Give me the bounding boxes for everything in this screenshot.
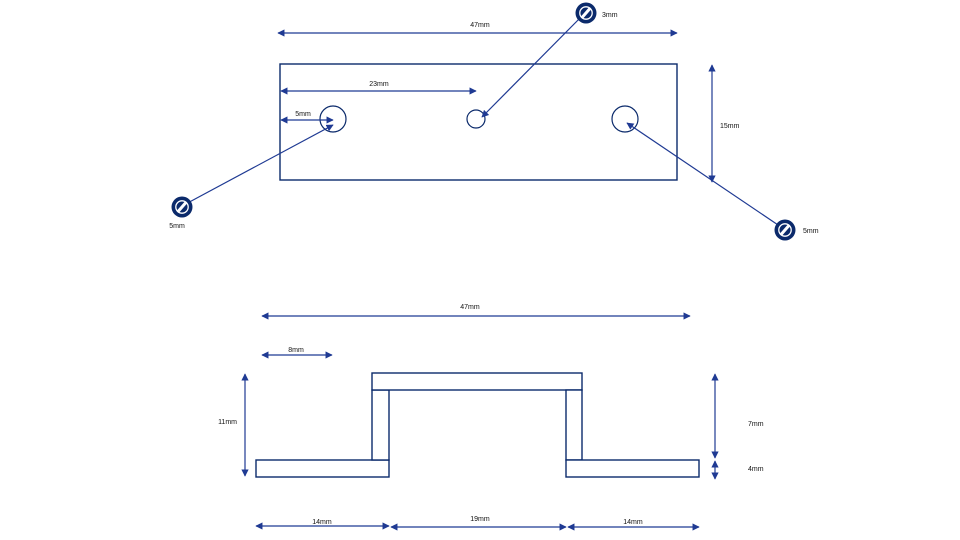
side-overall-label: 47mm — [460, 304, 480, 311]
screw-right-icon — [774, 219, 796, 241]
side-height-label: 11mm — [218, 419, 237, 426]
right-wall — [565, 389, 583, 461]
side-upper-height-label: 7mm — [748, 421, 764, 428]
left-hole — [319, 105, 347, 133]
right-flange-label: 14mm — [623, 519, 643, 526]
left-hole-offset-label: 5mm — [295, 111, 311, 118]
left-flange-label: 14mm — [312, 519, 332, 526]
screw-center-icon — [575, 2, 597, 24]
center-hole-offset-label: 23mm — [369, 81, 389, 88]
left-flange — [255, 459, 390, 478]
center-hole — [466, 109, 486, 129]
screw-right-leader — [626, 122, 785, 230]
screw-left-label: 5mm — [169, 223, 185, 230]
right-flange — [565, 459, 700, 478]
side-lower-height-label: 4mm — [748, 466, 764, 473]
screw-center-label: 3mm — [602, 12, 618, 19]
left-wall — [371, 389, 390, 461]
screw-left-leader — [181, 124, 334, 207]
top-bridge — [371, 372, 583, 391]
top-height-label: 15mm — [720, 123, 740, 130]
screw-left-icon — [171, 196, 193, 218]
top-view: 47mm 23mm 5mm 15mm 3mm 5mm — [169, 2, 819, 241]
screw-right-label: 5mm — [803, 228, 819, 235]
side-offset-label: 8mm — [288, 347, 304, 354]
middle-label: 19mm — [470, 516, 490, 523]
screw-center-leader — [481, 12, 586, 118]
side-view: 47mm 8mm 11mm 7mm 4mm 14mm 19mm 14mm — [218, 304, 764, 531]
top-width-label: 47mm — [470, 22, 490, 29]
